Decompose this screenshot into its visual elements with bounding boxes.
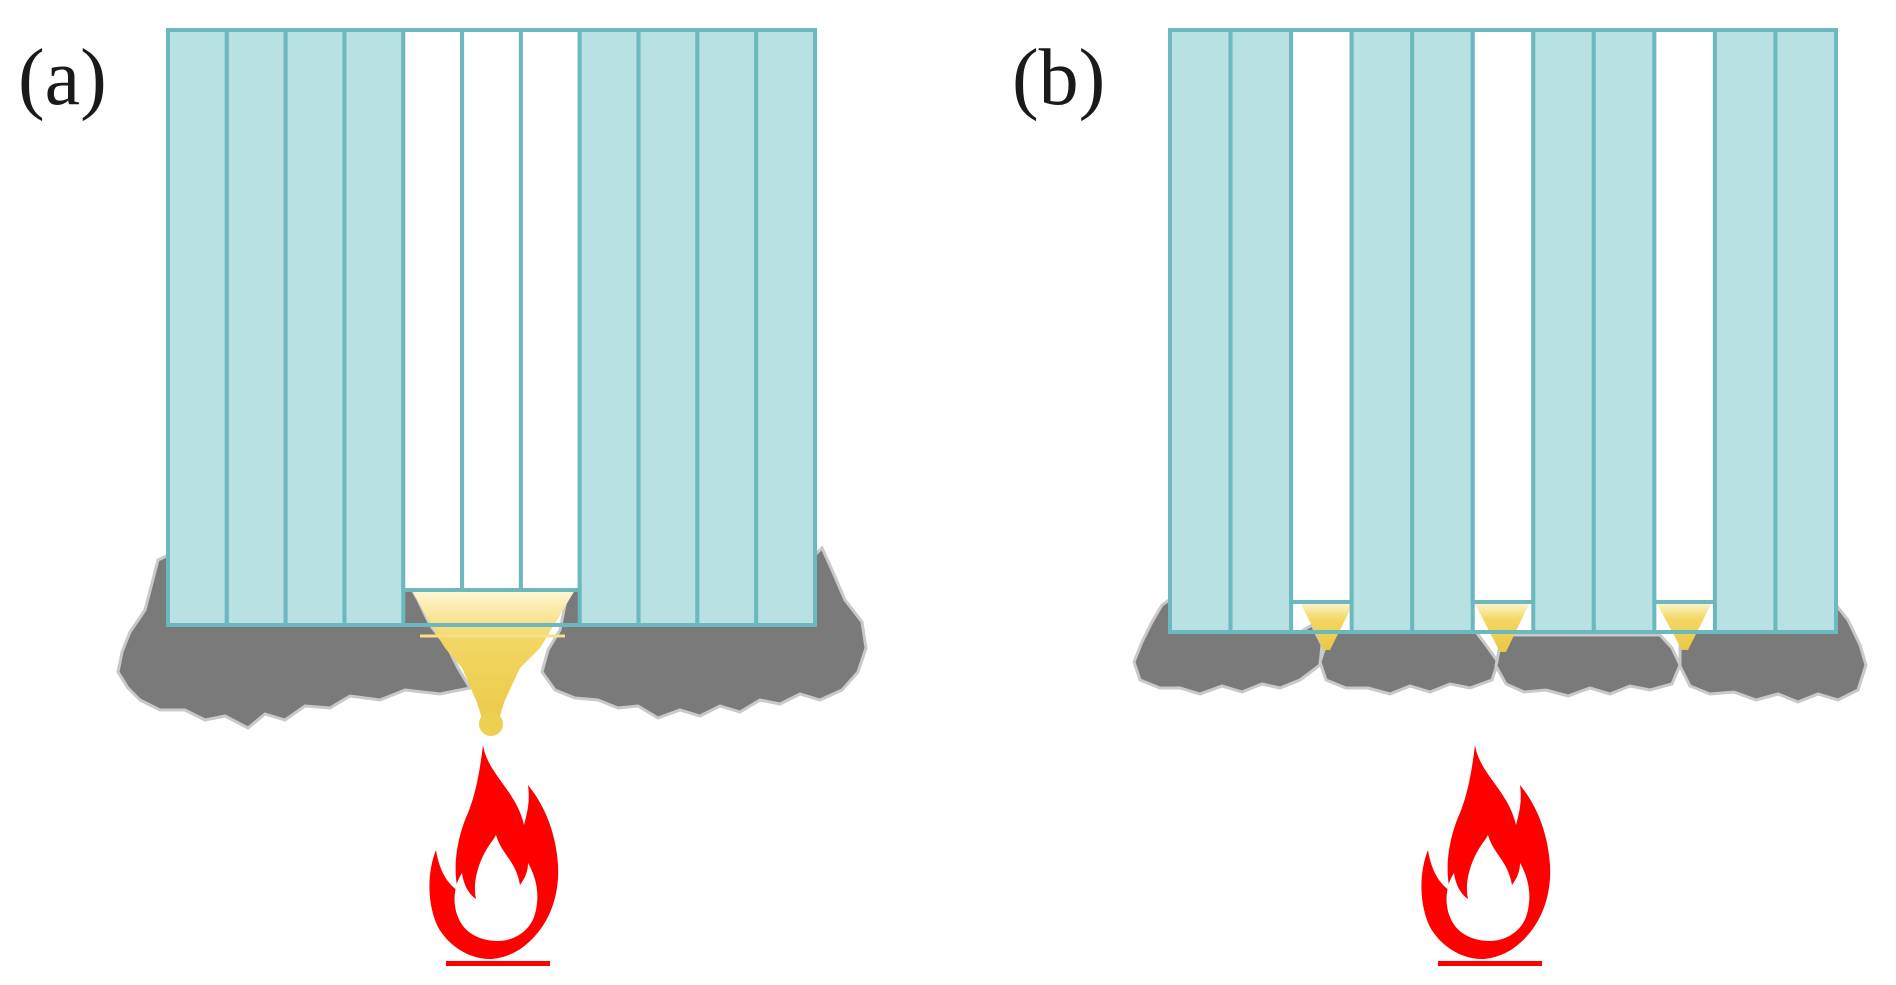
laminate-strip (1410, 28, 1475, 634)
laminate-strip (1773, 28, 1839, 634)
laminate-strip (636, 28, 700, 627)
flame-icon (429, 745, 559, 966)
flame-icon (1421, 745, 1551, 966)
degraded-strip (401, 28, 465, 592)
char-layer-b3 (1494, 633, 1682, 698)
degraded-strip (1652, 28, 1717, 604)
laminate-strip (1168, 28, 1233, 634)
laminate-outline-b (1168, 28, 1838, 634)
laminate-strip (1591, 28, 1657, 634)
laminate-strip (166, 28, 229, 627)
laminate-strip (224, 28, 288, 627)
laminate-strip (1712, 28, 1778, 634)
laminate-strip (754, 28, 818, 627)
melt-pool-b1 (1300, 602, 1354, 650)
char-layer-b2 (1318, 630, 1500, 696)
strips-b (1168, 28, 1839, 634)
melt-pool-b2 (1474, 602, 1530, 652)
degraded-strip (460, 28, 523, 592)
degraded-strip (1470, 28, 1536, 604)
char-layer-right (540, 545, 868, 720)
laminate-strip (695, 28, 759, 627)
panel-b-label: (b) (1012, 34, 1106, 122)
melt-drip (479, 712, 503, 736)
panel-a (116, 28, 868, 966)
laminate-strip (577, 28, 641, 627)
laminate-strip (283, 28, 347, 627)
degraded-strip (1289, 28, 1354, 604)
panel-a-label: (a) (18, 34, 107, 122)
melt-pool-b3 (1656, 602, 1712, 650)
laminate-strip (1349, 28, 1415, 634)
laminate-strip (1228, 28, 1294, 634)
laminate-strip (1531, 28, 1596, 634)
laminate-outline-a (166, 28, 817, 627)
panel-b (1132, 28, 1868, 966)
laminate-strip (342, 28, 406, 627)
char-layer-b4 (1678, 601, 1868, 704)
strips-a (166, 28, 818, 627)
degraded-strip (518, 28, 582, 592)
